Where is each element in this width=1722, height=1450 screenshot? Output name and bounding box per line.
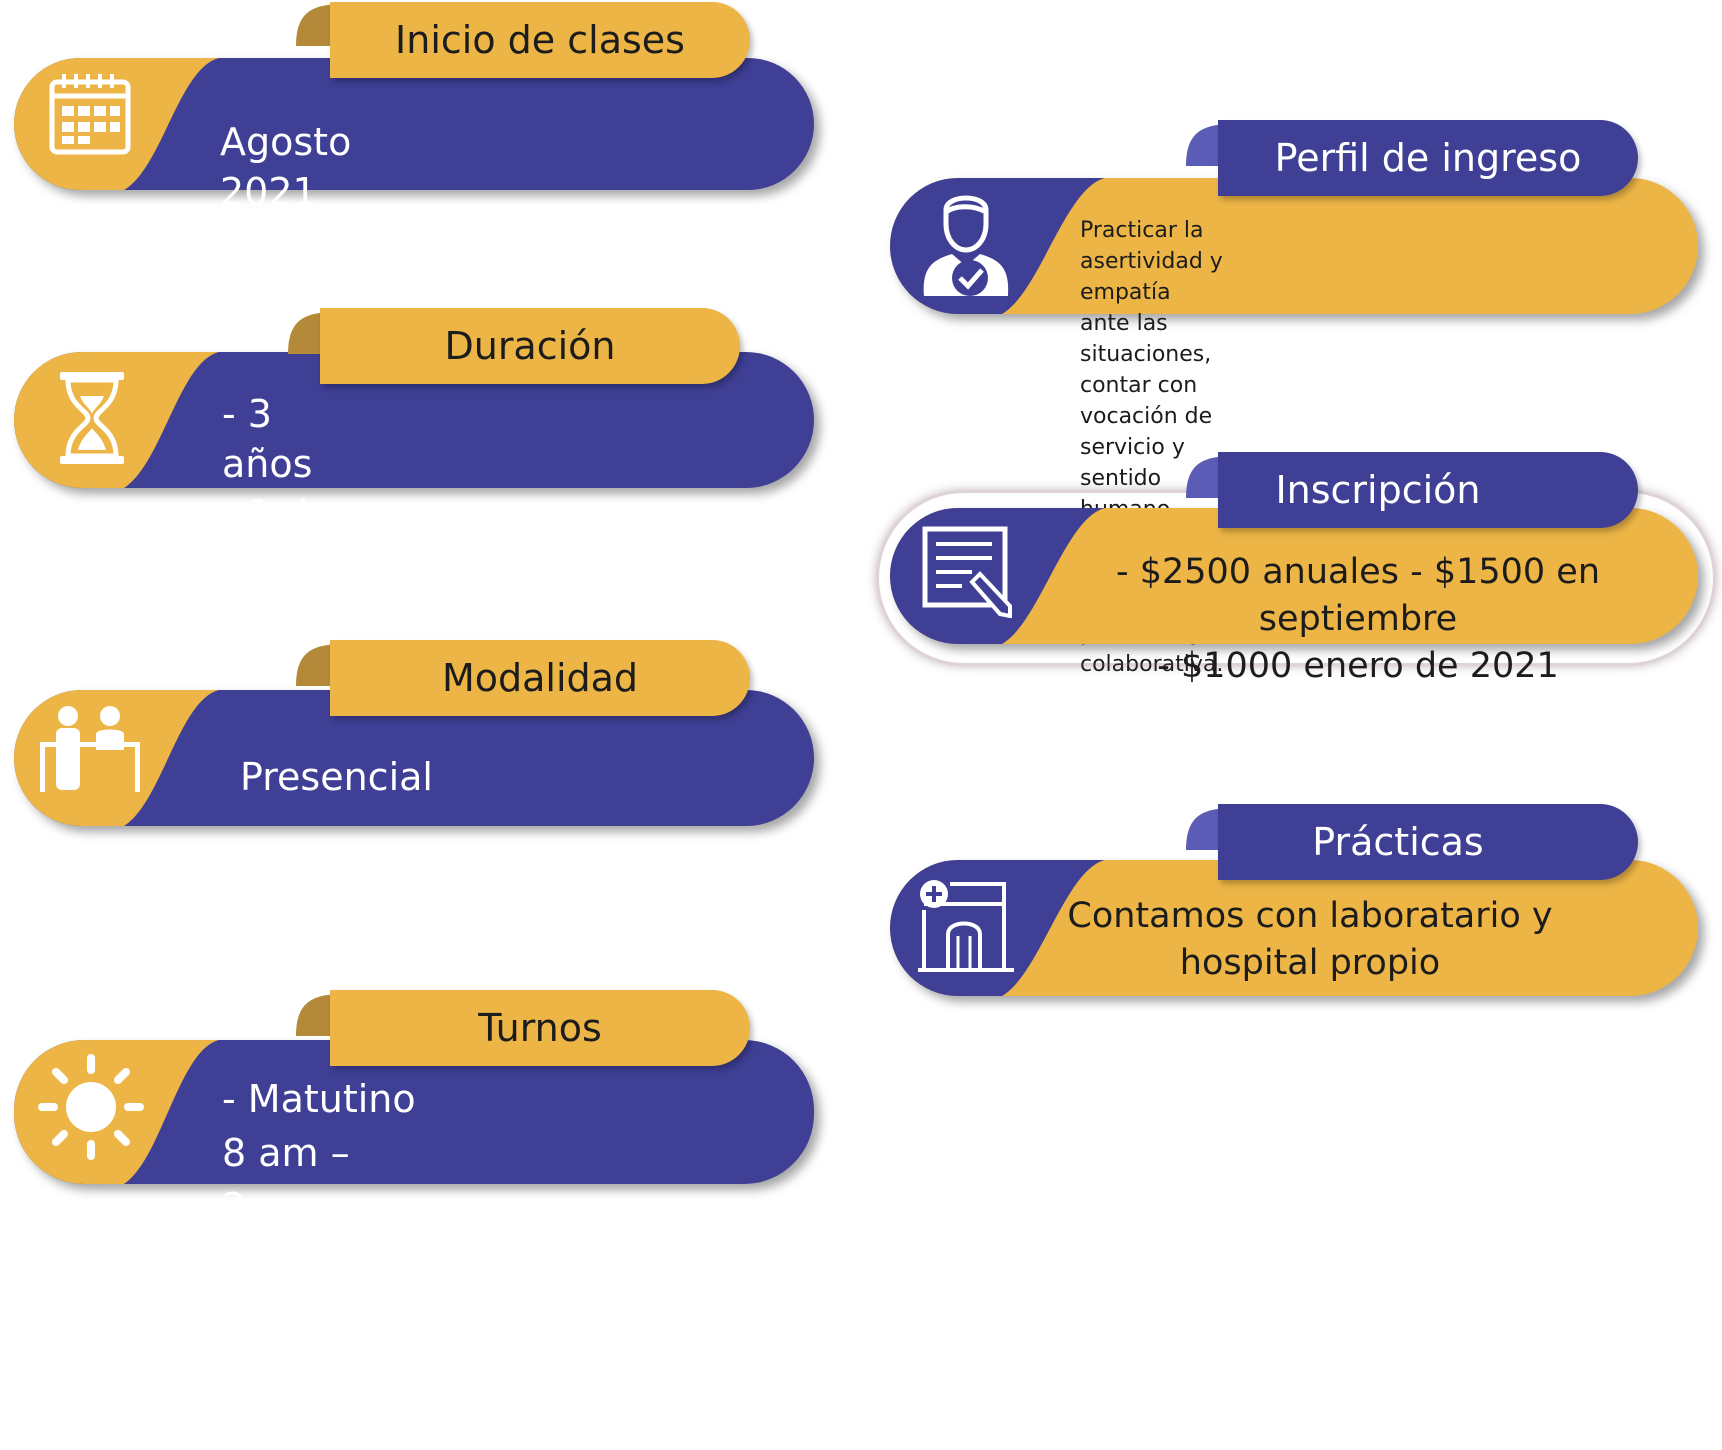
- hourglass-icon: [60, 372, 124, 464]
- body-line: - 1 de servicio social: [222, 492, 369, 636]
- body-line: - $1000 enero de 2021: [1157, 646, 1559, 686]
- card-bar: [890, 860, 1698, 996]
- body-line: - 3 años: [222, 392, 313, 486]
- card-body: Contamos con laboratario y hospital prop…: [1050, 893, 1570, 987]
- hospital-icon: [918, 880, 1014, 972]
- tab-title: Duración: [320, 308, 740, 384]
- tab-title: Modalidad: [330, 640, 750, 716]
- body-line: Contamos con laboratario y: [1067, 896, 1553, 936]
- body-line: - Vespertino 3 pm – 9 pm: [222, 1239, 425, 1445]
- people-desk-icon: [40, 706, 140, 792]
- card-title: Inscripción: [1275, 468, 1481, 512]
- sun-icon: [38, 1054, 144, 1160]
- tab-title: Turnos: [330, 990, 750, 1066]
- tab-title: Perfil de ingreso: [1218, 120, 1638, 196]
- body-line: Practicar la asertividad y empatía ante …: [1080, 218, 1223, 367]
- card-title: Perfil de ingreso: [1274, 136, 1582, 180]
- body-line: hospital propio: [1179, 943, 1441, 983]
- card-body: - $2500 anuales - $1500 en septiembre - …: [1048, 549, 1668, 690]
- body-line: Agosto 2021: [220, 120, 352, 214]
- form-pen-icon: [922, 526, 1012, 618]
- person-check-icon: [923, 195, 1009, 296]
- tab-title: Inicio de clases: [330, 2, 750, 78]
- body-line: - $2500 anuales - $1500 en septiembre: [1115, 552, 1601, 639]
- card-title: Prácticas: [1312, 820, 1484, 864]
- body-line: Presencial: [240, 755, 433, 799]
- card-title: Turnos: [478, 1006, 602, 1050]
- card-bar: [890, 508, 1698, 644]
- card-body: - Matutino 8 am – 2pm - Vespertino 3 pm …: [222, 1072, 424, 1450]
- card-body: Agosto 2021: [220, 117, 351, 217]
- card-body: Presencial: [240, 752, 433, 802]
- card-title: Duración: [444, 324, 616, 368]
- body-line: - Matutino 8 am – 2pm: [222, 1077, 416, 1229]
- calendar-icon: [49, 74, 131, 155]
- tab-title: Inscripción: [1218, 452, 1638, 528]
- card-title: Inicio de clases: [395, 18, 685, 62]
- tab-title: Prácticas: [1218, 804, 1638, 880]
- card-body: - 3 años - 1 de servicio social: [222, 389, 369, 639]
- card-title: Modalidad: [441, 656, 639, 700]
